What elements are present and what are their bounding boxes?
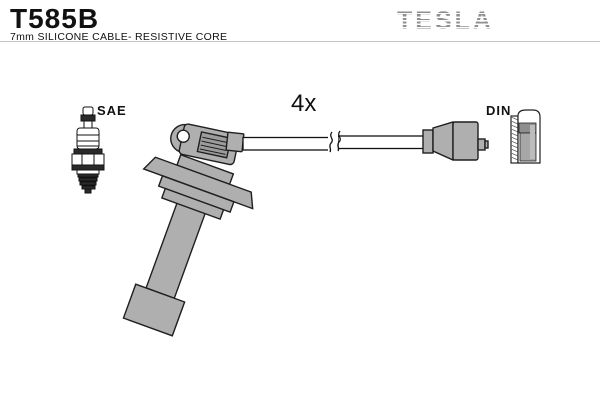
din-label: DIN: [486, 103, 512, 118]
tesla-logo: TESLA: [397, 7, 494, 35]
din-terminal-illustration: [510, 109, 541, 164]
cable-break-icon: [329, 130, 341, 153]
sae-label: SAE: [97, 103, 127, 118]
ignition-cable-illustration: [242, 130, 425, 156]
distributor-boot-illustration: [422, 121, 489, 162]
product-subtitle: 7mm SILICONE CABLE- RESISTIVE CORE: [10, 31, 228, 43]
part-number: T585B: [10, 3, 100, 34]
spark-plug-icon: [71, 106, 105, 194]
quantity-label: 4x: [291, 90, 317, 117]
header-divider: [0, 41, 600, 42]
plug-boot-illustration: [122, 123, 254, 337]
